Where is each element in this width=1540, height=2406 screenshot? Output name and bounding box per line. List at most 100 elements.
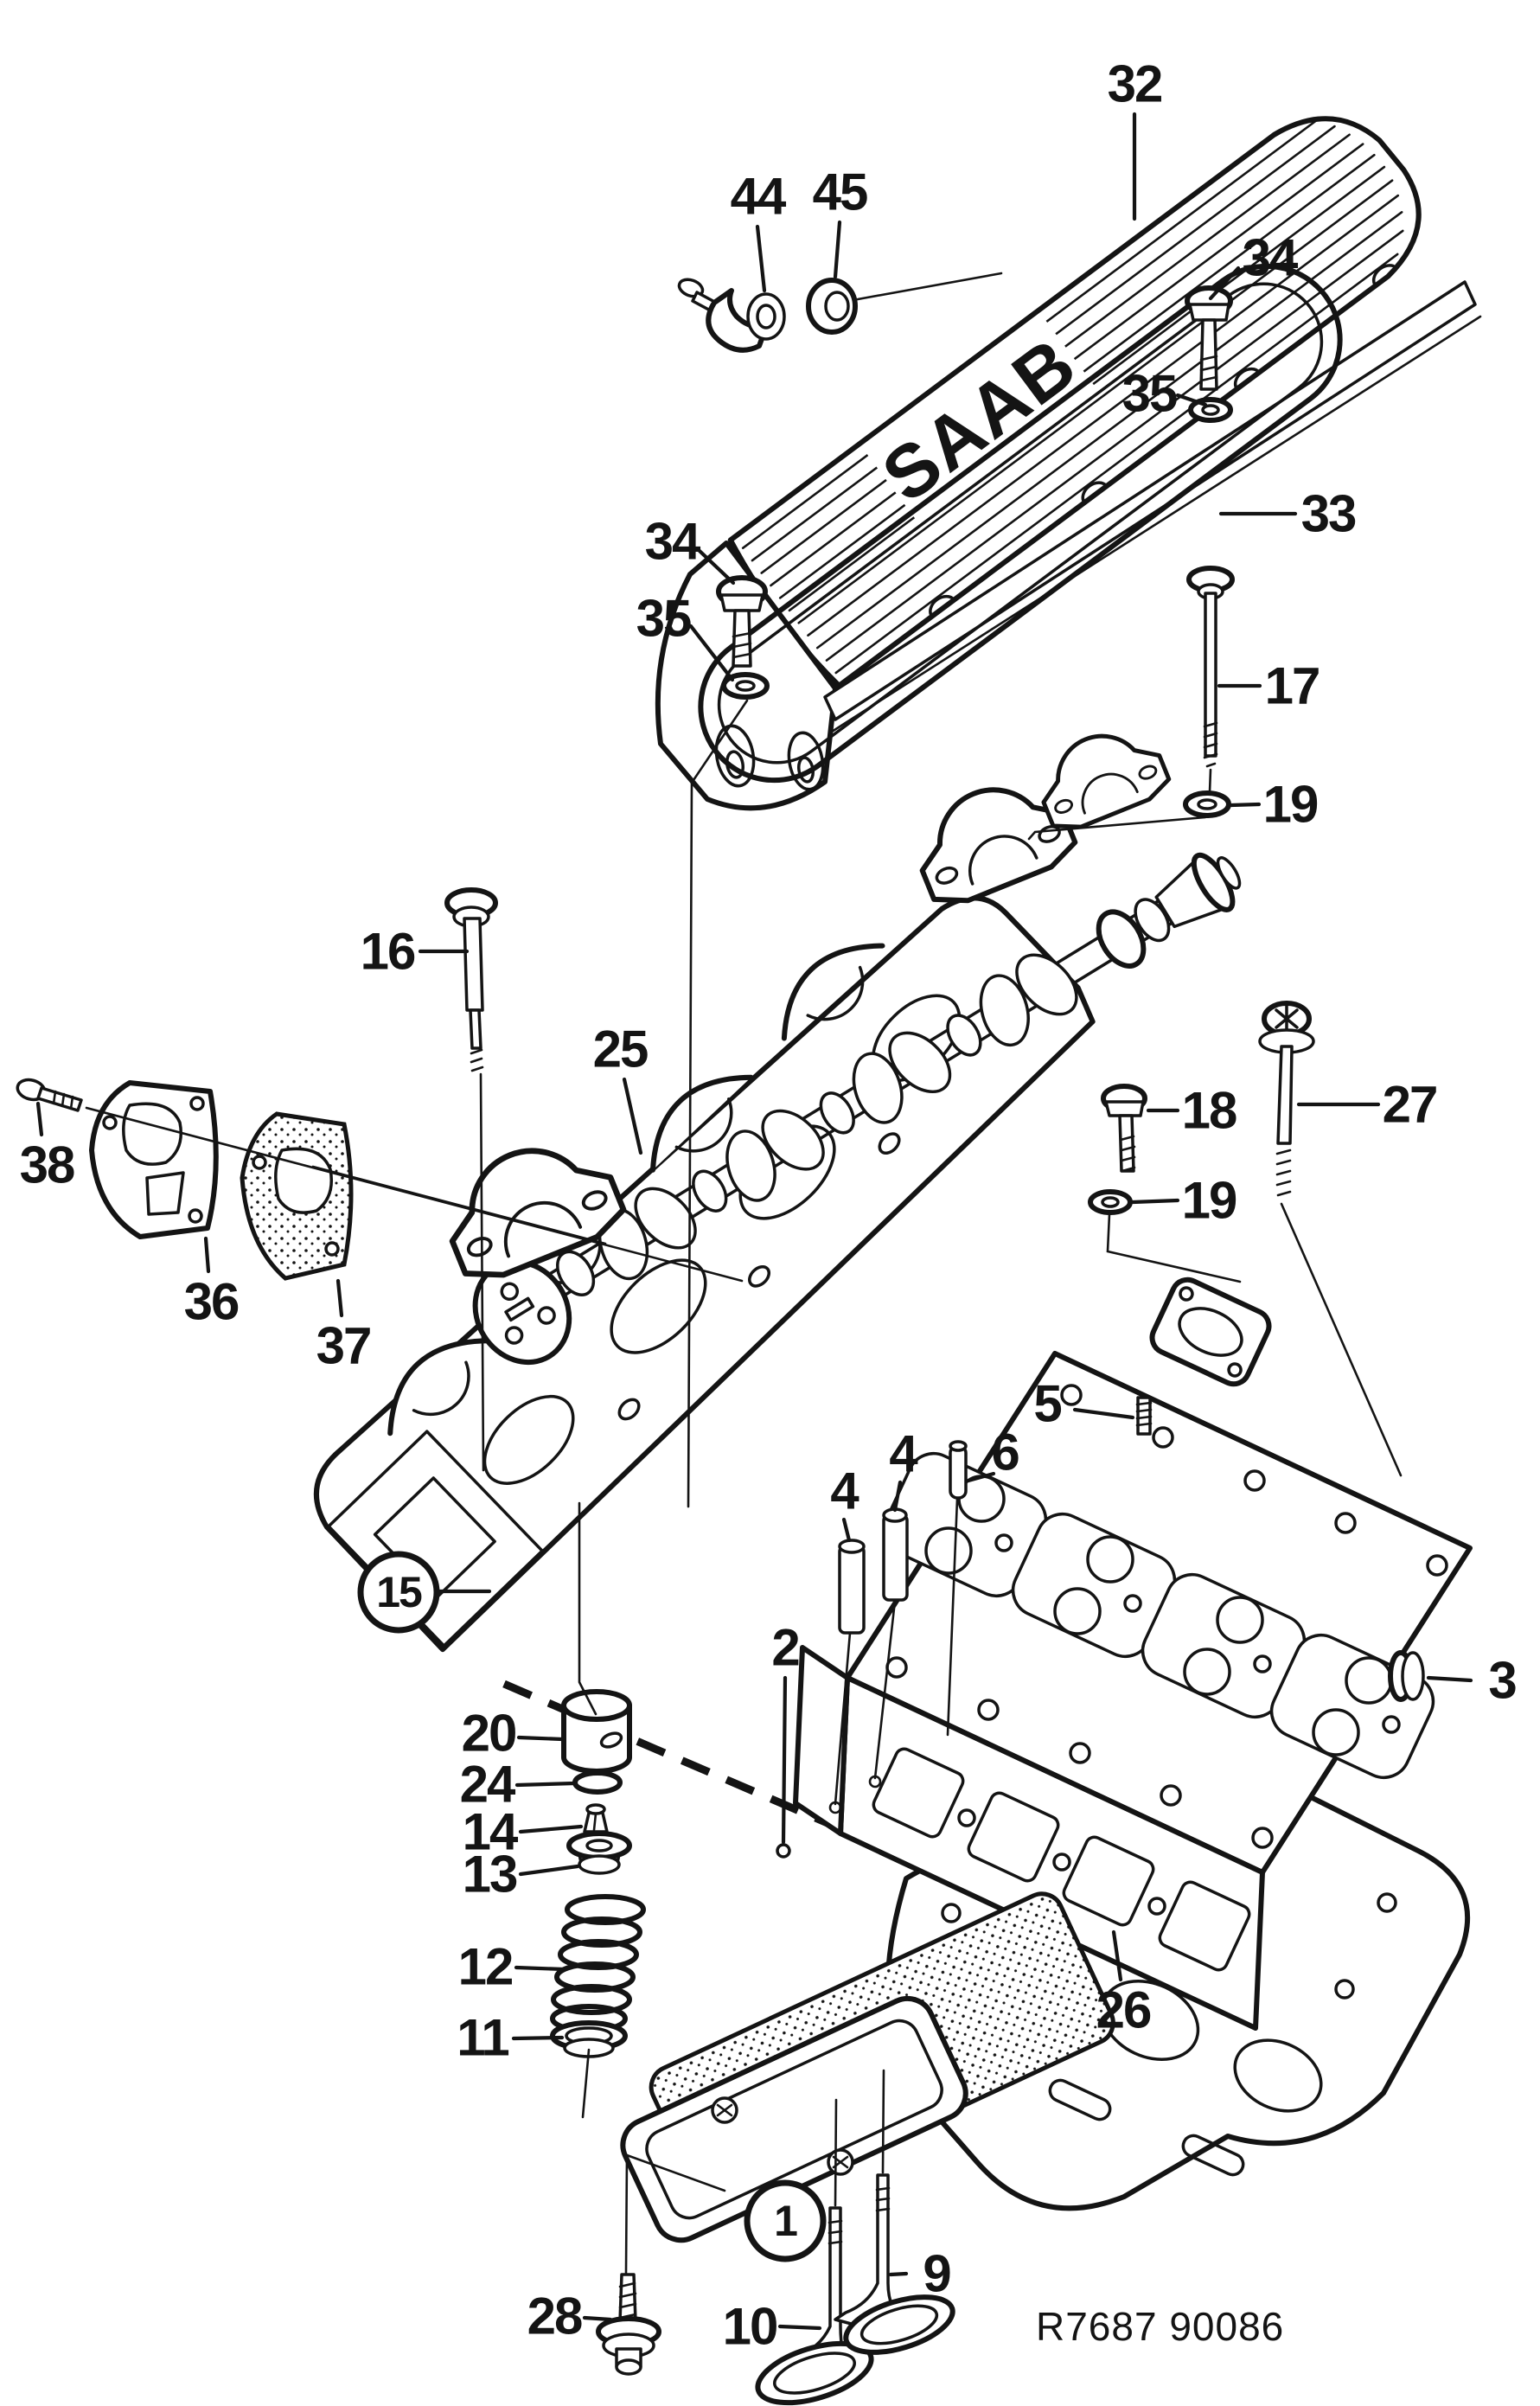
callout-number-38: 38 bbox=[20, 1136, 74, 1194]
leader-line-2 bbox=[781, 1675, 788, 1845]
callout-20: 20 bbox=[462, 1705, 565, 1763]
callout-2: 2 bbox=[771, 1619, 801, 1845]
leader-line-20 bbox=[516, 1735, 565, 1742]
cover-bolt-left-washer bbox=[721, 672, 770, 700]
callout-34: 34 bbox=[1208, 229, 1300, 301]
leader-line-6 bbox=[966, 1471, 996, 1483]
callout-12: 12 bbox=[458, 1938, 566, 1996]
leader-line-37 bbox=[335, 1278, 344, 1318]
callout-45: 45 bbox=[813, 163, 869, 279]
callout-37: 37 bbox=[316, 1278, 372, 1375]
grommet-position-line bbox=[856, 272, 1003, 301]
callout-9: 9 bbox=[888, 2245, 952, 2303]
callout-number-35: 35 bbox=[1122, 365, 1177, 423]
spring-seat-11 bbox=[550, 2020, 628, 2058]
callout-number-4: 4 bbox=[889, 1425, 918, 1483]
leader-line-14 bbox=[518, 1824, 584, 1834]
leader-line-13 bbox=[518, 1864, 580, 1877]
callout-35: 35 bbox=[636, 590, 735, 682]
callout-number-2: 2 bbox=[771, 1619, 798, 1677]
callout-6: 6 bbox=[966, 1424, 1020, 1483]
callout-number-32: 32 bbox=[1108, 55, 1162, 113]
head-bolt-27 bbox=[1258, 1001, 1315, 1197]
leader-line-25 bbox=[622, 1077, 643, 1155]
callout-4: 4 bbox=[830, 1462, 861, 1543]
callout-4: 4 bbox=[889, 1425, 920, 1513]
callout-18: 18 bbox=[1146, 1082, 1238, 1140]
callout-number-16: 16 bbox=[361, 923, 415, 981]
callout-number-24: 24 bbox=[460, 1756, 516, 1814]
leader-line-35 bbox=[1175, 393, 1208, 407]
drawing-number: R7687 90086 bbox=[1036, 2304, 1284, 2349]
washer-19-upper bbox=[1183, 790, 1231, 818]
callout-11: 11 bbox=[457, 2009, 565, 2067]
callout-number-19: 19 bbox=[1182, 1172, 1236, 1230]
callout-number-12: 12 bbox=[458, 1938, 513, 1996]
callout-number-17: 17 bbox=[1265, 657, 1320, 715]
callout-number-3: 3 bbox=[1488, 1652, 1516, 1710]
callout-35: 35 bbox=[1122, 365, 1208, 423]
callout-number-9: 9 bbox=[923, 2245, 950, 2303]
end-gasket bbox=[620, 1995, 968, 2243]
leader-line-9 bbox=[888, 2271, 909, 2277]
callout-number-34: 34 bbox=[645, 513, 701, 571]
carrier-bolt-18 bbox=[1101, 1084, 1147, 1173]
callout-27: 27 bbox=[1296, 1076, 1438, 1134]
leader-line-4 bbox=[892, 1480, 903, 1513]
callout-24: 24 bbox=[460, 1756, 577, 1814]
leader-line-5 bbox=[1072, 1407, 1135, 1420]
callout-34: 34 bbox=[645, 513, 736, 586]
callout-number-11: 11 bbox=[457, 2009, 508, 2067]
long-bolt-17 bbox=[1186, 566, 1235, 794]
valve-spring-12 bbox=[550, 1894, 646, 2033]
callout-number-37: 37 bbox=[316, 1317, 371, 1375]
head-front-ports bbox=[872, 1747, 1251, 1972]
callout-38: 38 bbox=[20, 1101, 76, 1194]
callout-19: 19 bbox=[1229, 776, 1320, 834]
callout-26: 26 bbox=[1096, 1929, 1153, 2039]
leader-line-12 bbox=[514, 1965, 566, 1972]
cover-flange bbox=[823, 280, 1477, 721]
callout-number-15: 15 bbox=[376, 1568, 422, 1616]
callout-25: 25 bbox=[593, 1021, 649, 1155]
leader-line-10 bbox=[777, 2324, 822, 2331]
leader-line-36 bbox=[203, 1236, 211, 1274]
bracket-bolt bbox=[16, 1078, 83, 1112]
callout-15: 15 bbox=[357, 1551, 492, 1634]
callout-10: 10 bbox=[723, 2298, 822, 2356]
head-bolt-holes bbox=[885, 1384, 1448, 1849]
callout-number-44: 44 bbox=[731, 168, 787, 226]
tappet-20 bbox=[561, 1689, 632, 1774]
leader-line-4 bbox=[841, 1517, 852, 1543]
callout-number-36: 36 bbox=[184, 1273, 239, 1331]
callout-number-14: 14 bbox=[463, 1803, 519, 1861]
callout-number-6: 6 bbox=[991, 1424, 1019, 1481]
bracket-gasket bbox=[240, 1111, 354, 1281]
core-plug bbox=[1388, 1650, 1425, 1702]
callout-19: 19 bbox=[1130, 1172, 1238, 1230]
callout-number-1: 1 bbox=[774, 2197, 797, 2245]
callout-number-33: 33 bbox=[1301, 485, 1356, 543]
assembly-axis-lines bbox=[85, 699, 1403, 2275]
callout-number-18: 18 bbox=[1182, 1082, 1236, 1140]
leader-line-3 bbox=[1426, 1675, 1473, 1683]
leader-line-45 bbox=[833, 220, 842, 279]
bottom-bolt-28 bbox=[596, 2273, 661, 2376]
cover-bolt-left bbox=[716, 575, 770, 700]
callout-28: 28 bbox=[527, 2288, 613, 2345]
leader-line-38 bbox=[35, 1101, 44, 1137]
valve-9 bbox=[834, 2173, 955, 2355]
callout-44: 44 bbox=[731, 168, 789, 293]
callout-number-5: 5 bbox=[1033, 1375, 1061, 1433]
callout-number-26: 26 bbox=[1096, 1981, 1151, 2039]
leader-line-26 bbox=[1111, 1929, 1123, 1982]
breather-valve bbox=[677, 278, 786, 353]
pin-6 bbox=[949, 1440, 968, 1500]
callout-number-34: 34 bbox=[1243, 229, 1299, 287]
valve-10 bbox=[755, 2206, 874, 2406]
callout-36: 36 bbox=[184, 1236, 240, 1331]
valve-cover-gasket bbox=[698, 263, 1343, 784]
